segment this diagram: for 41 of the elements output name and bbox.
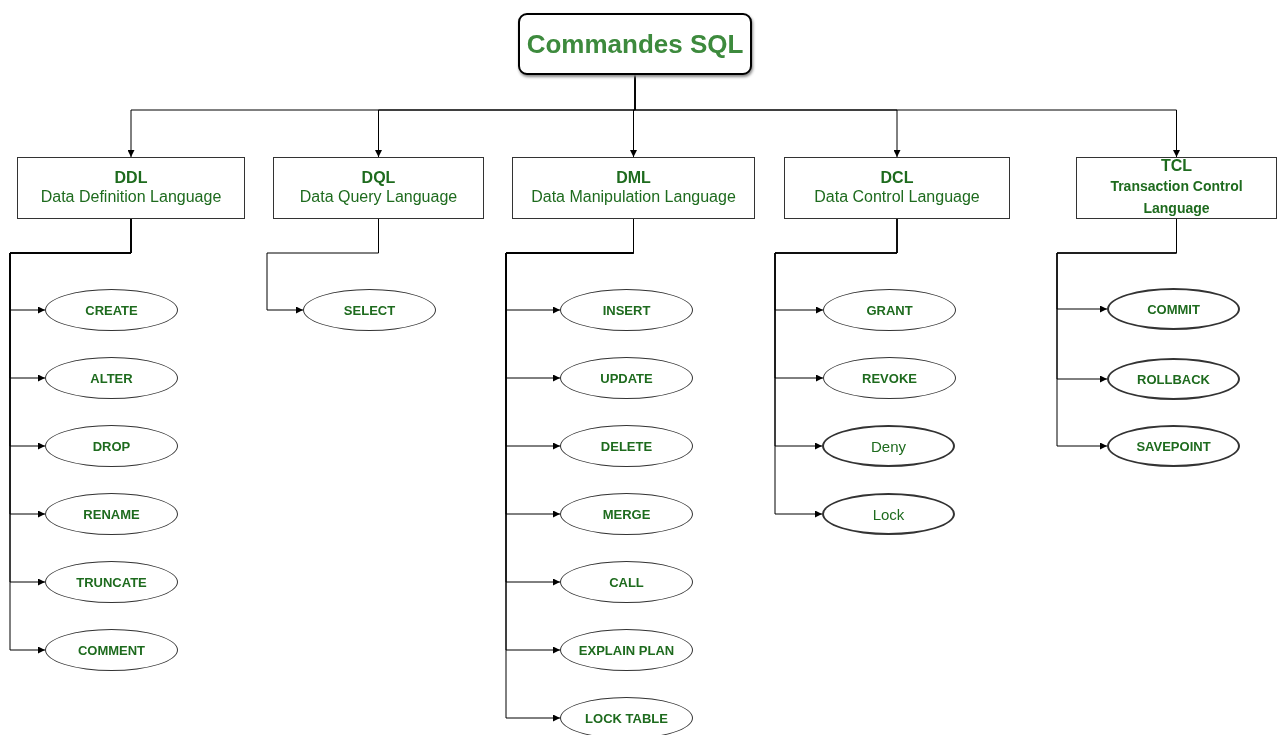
category-abbreviation: DCL	[880, 169, 914, 187]
category-abbreviation: DQL	[361, 169, 396, 187]
command-name: GRANT	[866, 302, 913, 318]
title-text: Commandes SQL	[526, 28, 744, 60]
category-name: Transaction Control Language	[1109, 177, 1244, 218]
category-name: Data Query Language	[299, 187, 458, 207]
category-abbreviation: DML	[616, 169, 651, 187]
arrow	[774, 218, 898, 518]
command-name: DROP	[92, 438, 131, 454]
category-box	[1076, 157, 1277, 219]
arrow	[266, 218, 379, 314]
command-name: INSERT	[602, 302, 651, 318]
command-name: RENAME	[83, 506, 140, 522]
command-name: ALTER	[90, 370, 133, 386]
arrow	[634, 74, 1180, 158]
command-name: LOCK TABLE	[585, 710, 668, 726]
category-abbreviation: DDL	[114, 169, 148, 187]
category-abbreviation: TCL	[1160, 157, 1193, 175]
category-name: Data Manipulation Language	[531, 187, 736, 207]
command-name: CALL	[609, 574, 644, 590]
command-name: SAVEPOINT	[1136, 438, 1211, 454]
command-name: DELETE	[600, 438, 653, 454]
command-name: EXPLAIN PLAN	[578, 642, 675, 658]
category-name: Data Control Language	[814, 187, 980, 207]
command-name: SELECT	[343, 302, 396, 318]
command-name: REVOKE	[862, 370, 917, 386]
command-name: MERGE	[602, 506, 651, 522]
command-name: CREATE	[85, 302, 138, 318]
category-box	[784, 157, 1010, 219]
category-box	[512, 157, 755, 219]
title-box	[518, 13, 752, 75]
command-name: TRUNCATE	[76, 574, 147, 590]
command-name: Deny	[871, 437, 906, 455]
category-box	[17, 157, 245, 219]
category-name: Data Definition Language	[40, 187, 222, 207]
command-name: UPDATE	[600, 370, 653, 386]
command-name: COMMIT	[1147, 301, 1200, 317]
command-name: COMMENT	[77, 642, 146, 658]
command-name: Lock	[872, 505, 905, 523]
command-name: ROLLBACK	[1137, 371, 1210, 387]
category-box	[273, 157, 484, 219]
